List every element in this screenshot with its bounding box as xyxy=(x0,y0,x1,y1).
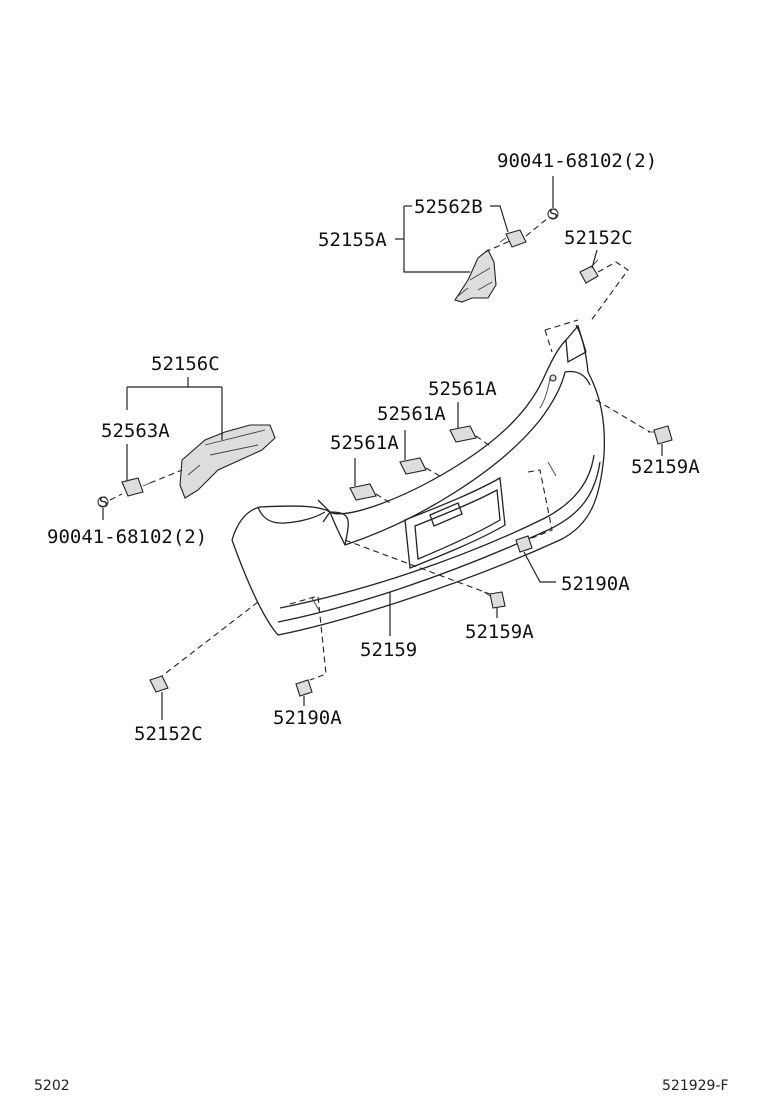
callout-52156C: 52156C xyxy=(151,353,220,375)
callout-52561A-2: 52561A xyxy=(377,403,446,425)
screw-symbol-left: S xyxy=(97,495,109,511)
callout-52152C-bottom: 52152C xyxy=(134,723,203,745)
callout-52190A-bottom: 52190A xyxy=(273,707,342,729)
callout-90041-68102-top: 90041-68102(2) xyxy=(497,150,657,172)
fastener-52152C-top xyxy=(579,259,599,284)
callout-52155A: 52155A xyxy=(318,229,387,251)
leader-lines xyxy=(102,176,663,720)
callout-52159: 52159 xyxy=(360,639,417,661)
assembly-lines xyxy=(109,217,651,681)
bracket-52156C xyxy=(179,424,276,499)
bolt-52159A-mid xyxy=(483,591,506,609)
clip-52190A-right xyxy=(515,535,533,553)
callout-52563A: 52563A xyxy=(101,420,170,442)
callout-52159A-mid: 52159A xyxy=(465,621,534,643)
callout-90041-68102-left: 90041-68102(2) xyxy=(47,526,207,548)
callout-52152C-top: 52152C xyxy=(564,227,633,249)
pad-52561A-2 xyxy=(399,457,427,475)
clip-52562B xyxy=(499,229,527,248)
screw-s-left: S xyxy=(99,495,108,511)
bolt-52159A-right xyxy=(648,425,673,445)
callout-52159A-right: 52159A xyxy=(631,456,700,478)
callout-labels: 90041-68102(2) 52562B 52155A 52152C 5215… xyxy=(47,150,700,745)
figure-code: 521929-F xyxy=(662,1078,729,1094)
callout-52562B: 52562B xyxy=(414,196,483,218)
pad-52561A-1 xyxy=(349,483,377,501)
screw-s-top: S xyxy=(549,207,558,223)
rear-bumper-cover xyxy=(231,324,606,636)
fastener-52152C-bottom xyxy=(149,675,169,693)
callout-52561A-3: 52561A xyxy=(428,378,497,400)
callout-52190A-right: 52190A xyxy=(561,573,630,595)
screw-symbol-top: S xyxy=(547,207,559,223)
clip-52563A xyxy=(121,477,151,497)
clip-52190A-bottom xyxy=(295,679,313,697)
bracket-52155A xyxy=(454,249,497,303)
page-code: 5202 xyxy=(34,1078,70,1094)
pad-52561A-3 xyxy=(449,425,477,443)
callout-52561A-1: 52561A xyxy=(330,432,399,454)
